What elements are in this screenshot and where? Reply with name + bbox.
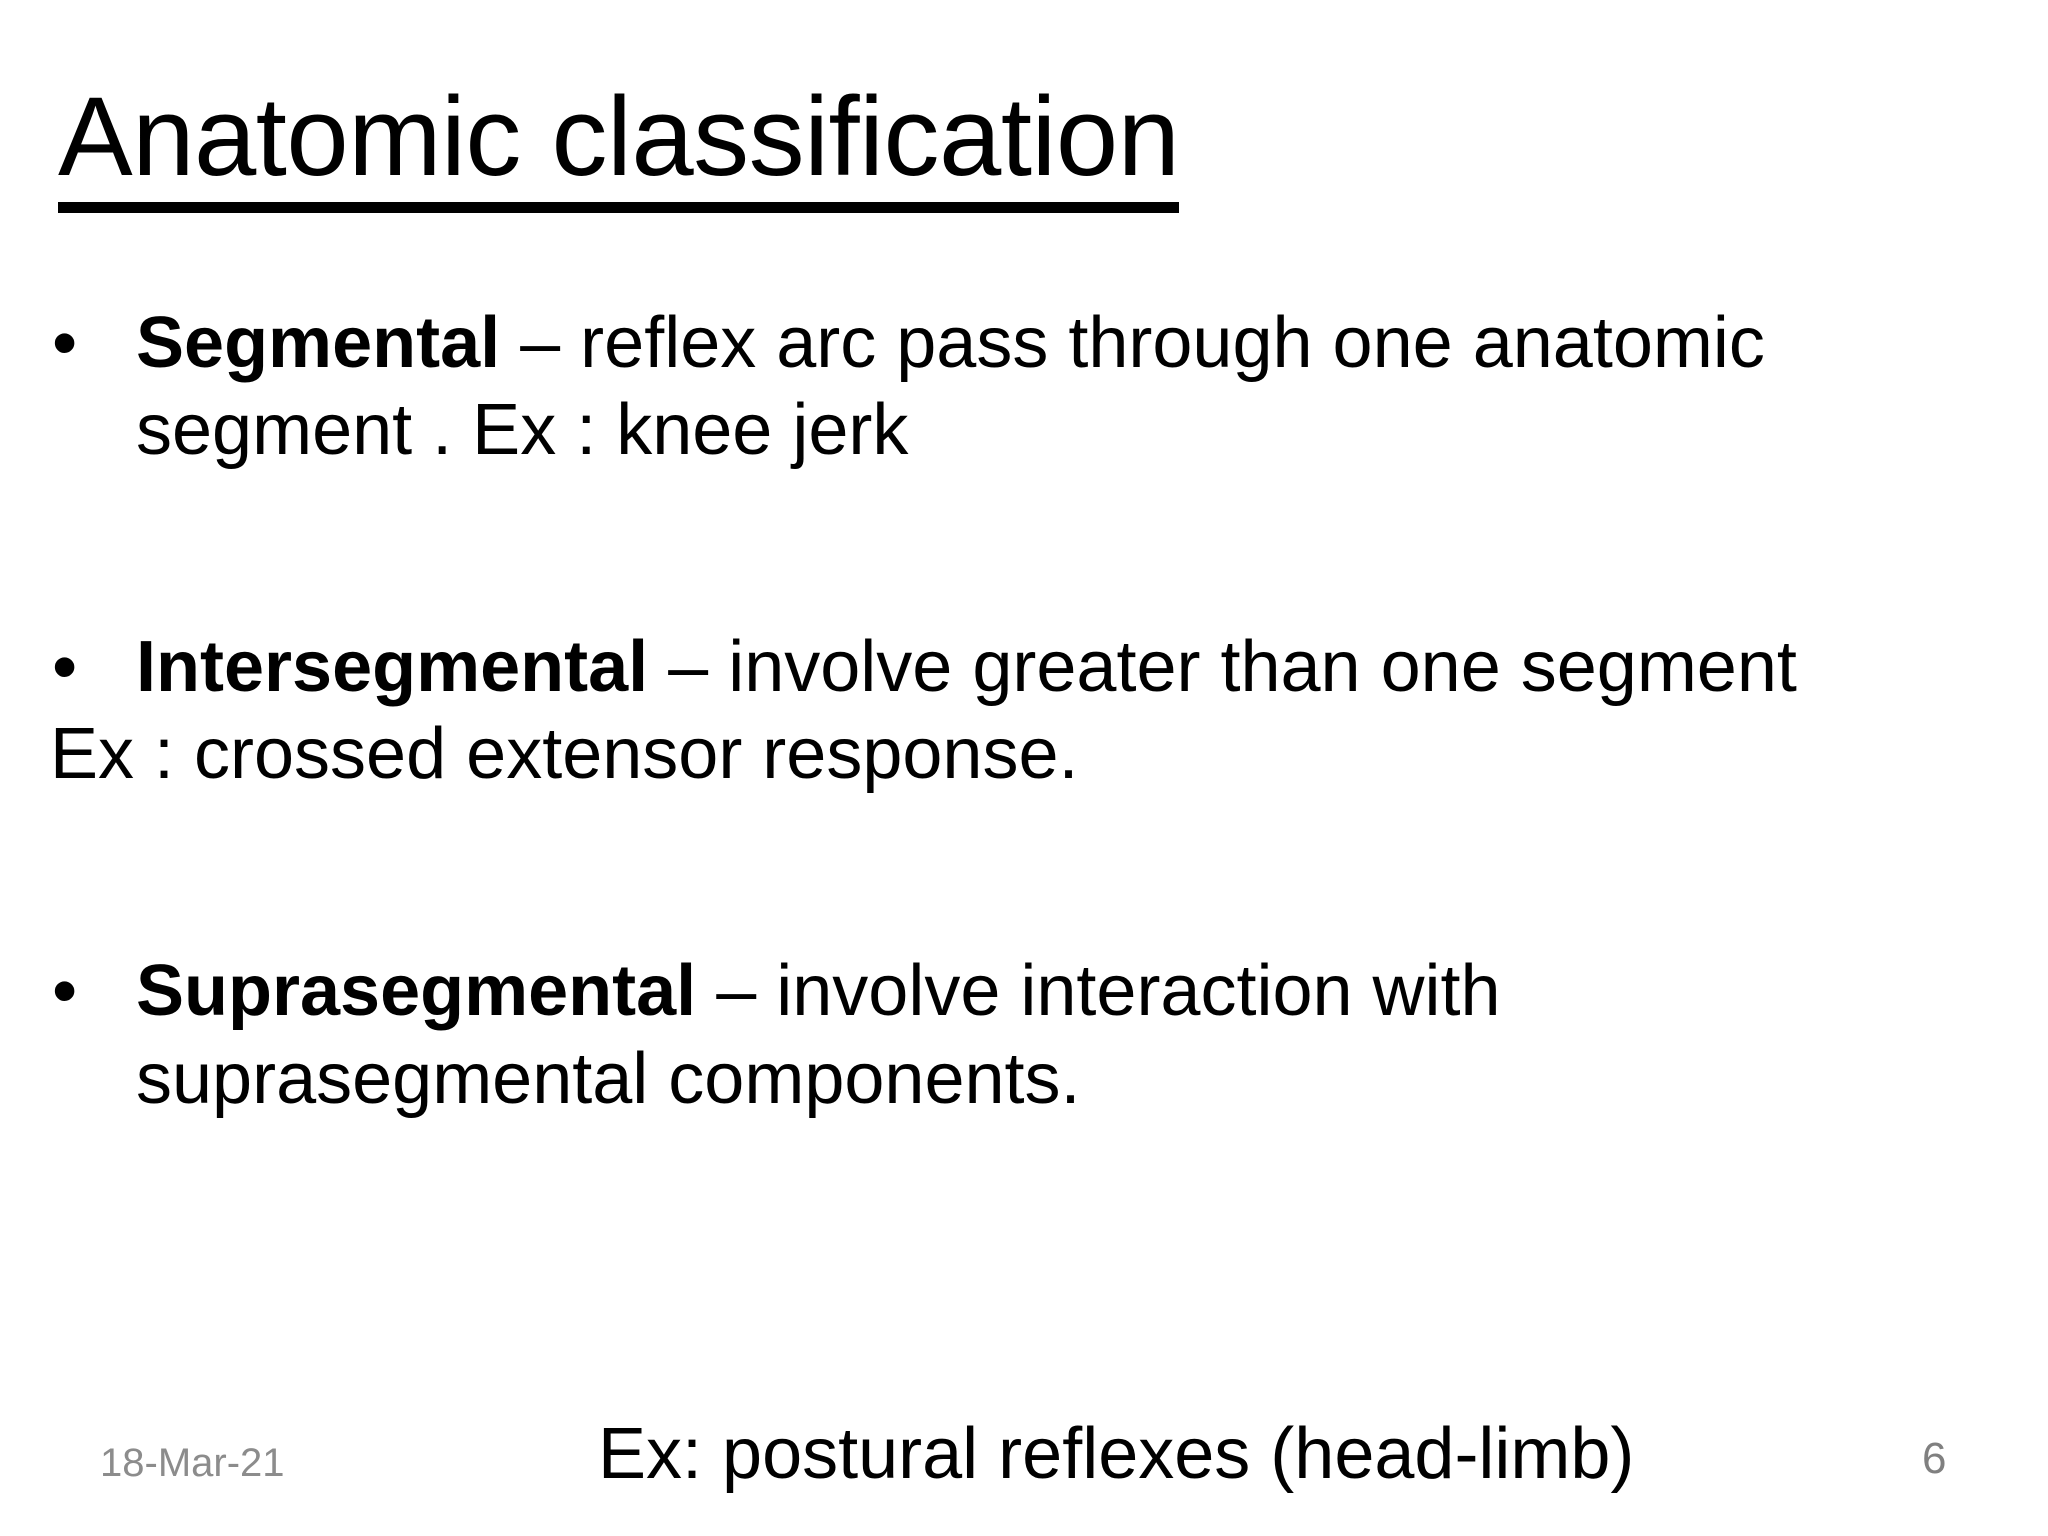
slide-body: • Segmental – reflex arc pass through one…	[0, 300, 2048, 1123]
bullet-dot-icon: •	[52, 627, 78, 708]
page-title: Anatomic classification	[58, 78, 1180, 213]
bullet-item-segmental: • Segmental – reflex arc pass through one…	[0, 300, 2048, 474]
bullet-dot-icon: •	[52, 951, 78, 1032]
bullet-dot-icon: •	[52, 303, 78, 383]
bullet-text-segmental: – reflex arc pass through one anatomic s…	[136, 303, 1765, 471]
bullet-lead-segmental: Segmental	[136, 303, 501, 383]
bullet-text-intersegmental: – involve greater than one segment	[648, 627, 1797, 708]
bullet-text-suprasegmental: – involve interaction with suprasegmenta…	[136, 951, 1501, 1119]
bullet-lead-suprasegmental: Suprasegmental	[136, 951, 697, 1032]
bullet-item-suprasegmental: • Suprasegmental – involve interaction wi…	[0, 948, 2048, 1122]
spacer	[0, 474, 2048, 624]
footer-date: 18-Mar-21	[100, 1441, 285, 1485]
slide-page-number: 6	[1922, 1434, 1947, 1483]
bullet-item-intersegmental: • Intersegmental – involve greater than o…	[0, 624, 2048, 711]
footer-example-text: Ex: postural reflexes (head-limb)	[598, 1414, 1635, 1494]
bullet-lead-intersegmental: Intersegmental	[136, 627, 649, 708]
plain-line-crossed-extensor: Ex : crossed extensor response.	[50, 714, 1079, 795]
spacer	[0, 798, 2048, 948]
title-block: Anatomic classification	[58, 78, 1958, 213]
